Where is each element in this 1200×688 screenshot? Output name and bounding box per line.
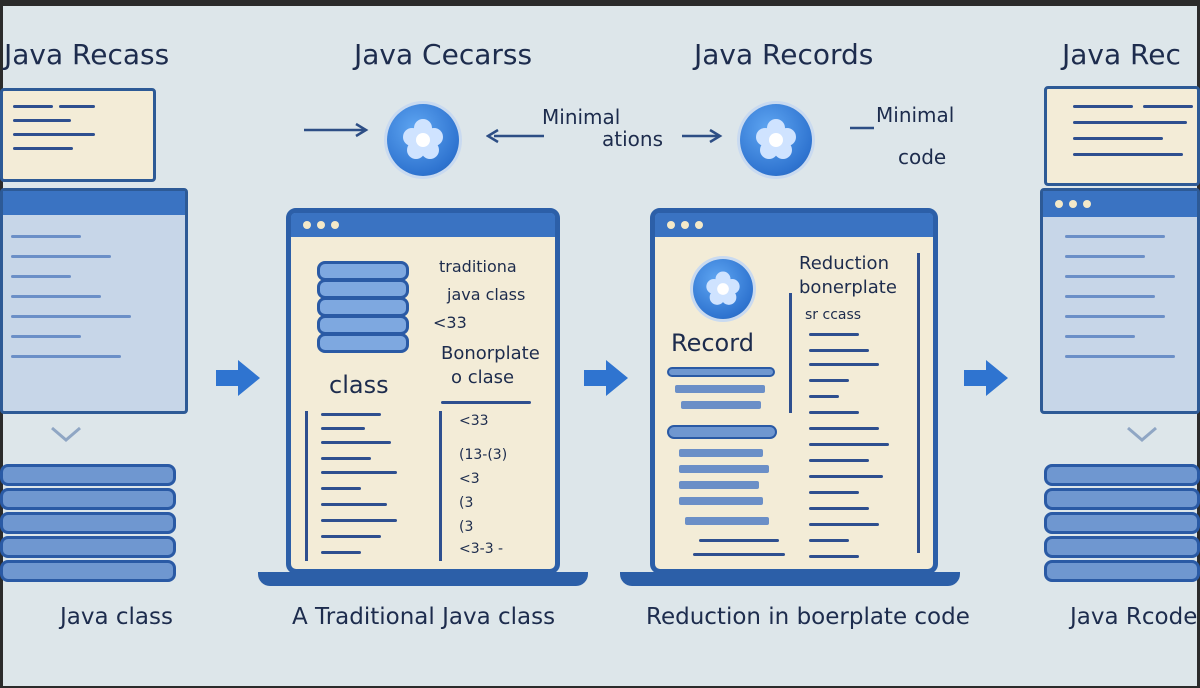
note-line-1: traditiona (439, 257, 517, 276)
annotation-minimal-2b: code (898, 145, 947, 169)
chevron-down-icon (51, 426, 81, 442)
title-col3: Java Records (694, 38, 874, 71)
stack-label: class (329, 371, 389, 399)
arrow-right-icon (964, 360, 1008, 396)
arrow-left-icon (850, 126, 874, 130)
flower-icon (740, 104, 812, 176)
arrow-left-icon (486, 128, 544, 144)
title-col2: Java Cecarss (354, 38, 533, 71)
code-right-3: <3 (459, 471, 480, 487)
title-col1: Java Recass (4, 38, 170, 71)
annotation-minimal-2: Minimal (876, 103, 955, 127)
laptop-traditional-class: class traditiona java class <33 Bonorpla… (286, 208, 560, 574)
arrow-right-icon (216, 360, 260, 396)
code-right-1: <33 (459, 413, 489, 429)
note-reduction: Reduction (799, 253, 889, 274)
note-class: sr ccass (805, 307, 862, 323)
bottom-label-col1: Java class (60, 604, 173, 630)
annotation-minimal-1: Minimal (542, 105, 621, 129)
side-window-left (0, 188, 188, 414)
code-right-5: (3 (459, 519, 474, 535)
laptop-base (620, 572, 960, 586)
flower-icon (693, 259, 753, 319)
laptop-record: Record Reduction bonerplate sr ccass (650, 208, 938, 574)
window-titlebar (655, 213, 933, 237)
window-titlebar (291, 213, 555, 237)
note-line-2: java class (447, 285, 526, 304)
annotation-minimal-1b: ations (602, 127, 663, 151)
flower-icon (387, 104, 459, 176)
note-boilerplate: bonerplate (799, 277, 897, 298)
side-note-left (0, 88, 156, 182)
note-line-4: Bonorplate (441, 343, 540, 364)
bottom-label-col3: Reduction in boerplate code (646, 604, 970, 630)
arrow-right-icon (584, 360, 628, 396)
laptop-base (258, 572, 588, 586)
side-note-right (1044, 86, 1200, 186)
record-label: Record (671, 329, 754, 357)
code-right-4: (3 (459, 495, 474, 511)
bottom-label-col2: A Traditional Java class (292, 604, 556, 630)
side-window-right (1040, 188, 1200, 414)
note-line-5: o clase (451, 367, 515, 388)
arrow-right-icon (304, 122, 369, 138)
code-right-2: (13-(3) (459, 447, 508, 463)
arrow-right-icon (682, 128, 723, 144)
bottom-label-col4: Java Rcode (1070, 604, 1198, 630)
chevron-down-icon (1127, 426, 1157, 442)
title-col4: Java Rec (1062, 38, 1181, 71)
note-line-3: <33 (433, 313, 467, 332)
code-right-6: <3-3 - (459, 541, 504, 557)
